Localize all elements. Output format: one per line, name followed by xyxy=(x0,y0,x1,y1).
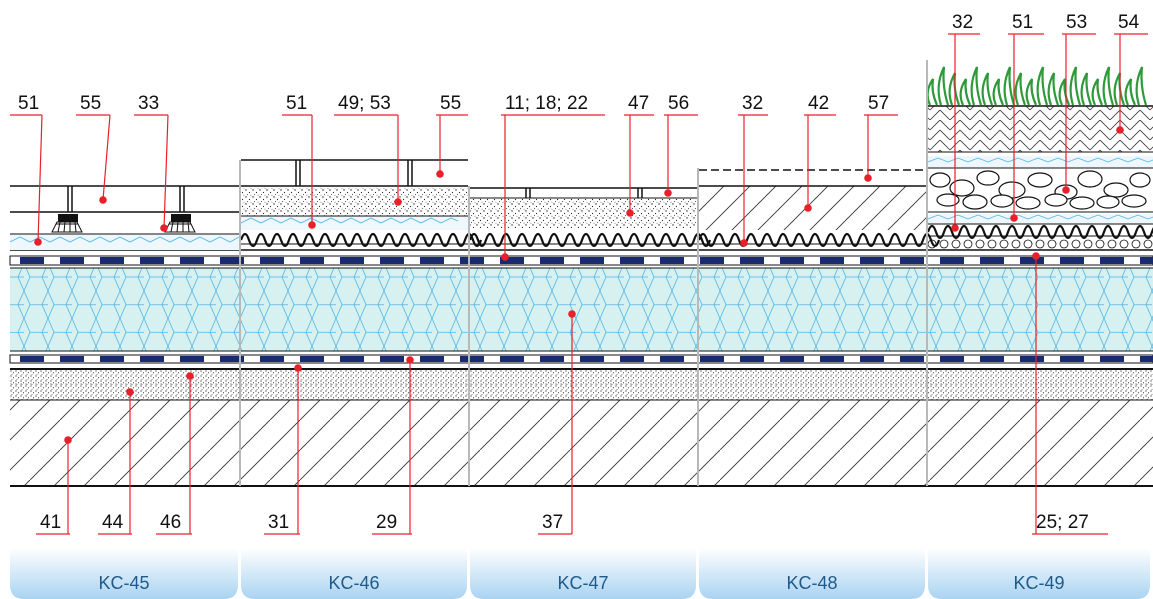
tab-kc-45[interactable] xyxy=(10,548,238,599)
section-kc48 xyxy=(699,169,926,230)
section-kc47 xyxy=(470,187,697,228)
callout-dot xyxy=(436,170,444,178)
pedestal-right xyxy=(164,214,196,233)
callout-label-t-56: 56 xyxy=(668,93,689,114)
callout-dot xyxy=(951,224,959,232)
drainage-pebbles xyxy=(927,239,1153,249)
callout-label-t-55b: 55 xyxy=(440,93,461,114)
pedestal-left xyxy=(51,214,83,233)
callout-dot xyxy=(294,364,302,372)
callout-dot xyxy=(626,209,634,217)
vapour-barrier-pattern xyxy=(20,356,1153,362)
drainage-membrane xyxy=(239,224,1153,248)
callout-label-t-42: 42 xyxy=(808,93,829,114)
section-kc45 xyxy=(9,185,240,250)
callout-dot xyxy=(740,239,748,247)
callout-label-t-51b: 51 xyxy=(286,93,307,114)
callout-dot xyxy=(664,189,672,197)
callout-label-t-33: 33 xyxy=(138,93,159,114)
callout-dot xyxy=(406,356,414,364)
callout-dot xyxy=(160,224,168,232)
tab-label: KC-49 xyxy=(1013,573,1064,593)
gravel-layer xyxy=(929,170,1151,210)
callout-label-b-29: 29 xyxy=(376,512,397,533)
callout-label-b-31: 31 xyxy=(268,512,289,533)
tab-kc-47[interactable] xyxy=(470,548,696,599)
callout-label-b-37: 37 xyxy=(542,512,563,533)
callout-label-t-47: 47 xyxy=(628,93,649,114)
callout-label-t-57: 57 xyxy=(868,93,889,114)
callout-label-t-55a: 55 xyxy=(80,93,101,114)
callout-dot xyxy=(64,436,72,444)
callout-label-t-4953: 49; 53 xyxy=(338,93,391,114)
section-kc46 xyxy=(240,159,468,230)
callout-label-t-53: 53 xyxy=(1066,12,1087,33)
screed-layer xyxy=(10,369,1153,400)
callout-dot xyxy=(126,388,134,396)
callout-dot xyxy=(308,221,316,229)
membrane-pattern xyxy=(20,257,1153,264)
section-dividers xyxy=(239,60,928,486)
callout-label-t-51a: 51 xyxy=(18,93,39,114)
callout-dot xyxy=(804,204,812,212)
callout-label-t-111822: 11; 18; 22 xyxy=(505,93,588,114)
callout-dot xyxy=(1062,186,1070,194)
callout-label-t-54: 54 xyxy=(1118,12,1140,33)
concrete-slab xyxy=(10,400,1153,486)
callout-dot xyxy=(1010,214,1018,222)
grass-layer xyxy=(926,66,1148,106)
callout-label-b-41: 41 xyxy=(40,512,61,533)
callout-label-t-51c: 51 xyxy=(1012,12,1033,33)
callout-dot xyxy=(394,198,402,206)
section-tabs: KC-45 KC-46 KC-47 KC-48 KC-49 xyxy=(10,548,1150,599)
callout-dot xyxy=(99,196,107,204)
callout-dot xyxy=(1032,252,1040,260)
tab-label: KC-48 xyxy=(786,573,837,593)
callout-dot xyxy=(864,174,872,182)
callout-label-t-32a: 32 xyxy=(742,93,763,114)
tab-kc-49[interactable] xyxy=(928,548,1150,599)
callout-dot xyxy=(34,238,42,246)
tab-label: KC-46 xyxy=(328,573,379,593)
section-kc49 xyxy=(926,66,1153,249)
callout-labels: 51 55 33 51 49; 53 55 11; 18; 22 47 56 32 42 57 32 51… xyxy=(18,12,1140,533)
callout-dot xyxy=(501,253,509,261)
tab-label: KC-47 xyxy=(557,573,608,593)
callout-label-b-46: 46 xyxy=(160,512,181,533)
tab-kc-46[interactable] xyxy=(241,548,467,599)
callout-dot xyxy=(186,372,194,380)
callout-dot xyxy=(1116,126,1124,134)
callout-label-t-32b: 32 xyxy=(952,12,973,33)
callout-leaders xyxy=(10,33,1148,535)
tab-kc-48[interactable] xyxy=(699,548,925,599)
callout-dot xyxy=(568,310,576,318)
tab-label: KC-45 xyxy=(98,573,149,593)
callout-label-b-2527: 25; 27 xyxy=(1036,512,1089,533)
callout-label-b-44: 44 xyxy=(102,512,124,533)
